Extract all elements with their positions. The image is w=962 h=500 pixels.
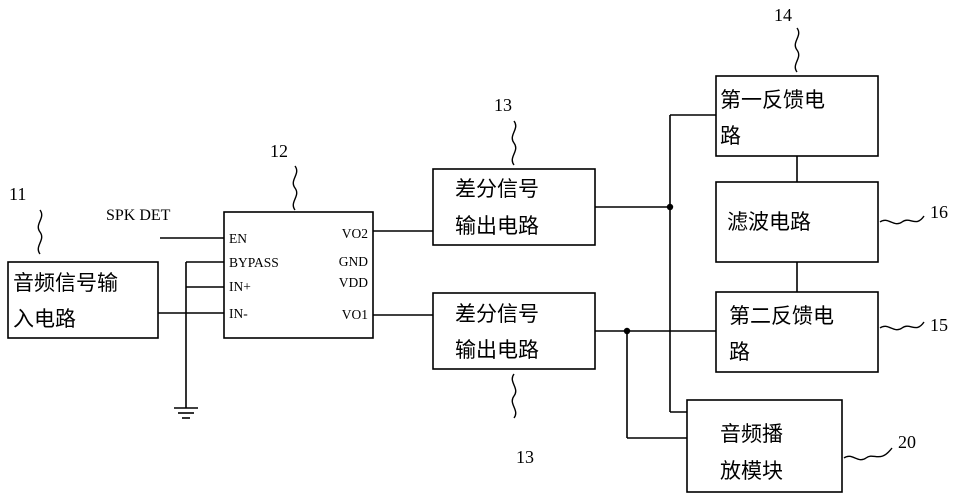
- audio-input-line2: 入电路: [13, 307, 76, 331]
- leader-line-20: [843, 447, 893, 461]
- leader-line-16: [879, 215, 925, 225]
- feedback2-line1: 第二反馈电: [729, 304, 834, 328]
- ref-label-11: 11: [9, 184, 26, 204]
- leader-line-13-bottom: [511, 373, 517, 419]
- pin-gnd: GND: [339, 254, 368, 269]
- leader-line-13-top: [511, 120, 517, 166]
- pin-en: EN: [229, 231, 247, 246]
- diff-output-circuit-top: 差分信号 输出电路: [432, 168, 596, 246]
- pin-in-plus: IN+: [229, 279, 251, 294]
- feedback2-line2: 路: [729, 340, 750, 364]
- diff-bottom-line1: 差分信号: [455, 302, 539, 326]
- diff-bottom-line2: 输出电路: [455, 338, 539, 362]
- leader-line-14: [794, 27, 800, 73]
- diff-top-line1: 差分信号: [455, 177, 539, 201]
- filter-label: 滤波电路: [727, 210, 811, 234]
- amplifier-chip: EN BYPASS IN+ IN- VO2 GND VDD VO1: [223, 211, 374, 339]
- leader-line-15: [879, 321, 925, 331]
- junction-dot: [666, 203, 674, 211]
- pin-bypass: BYPASS: [229, 255, 279, 270]
- pin-vo1: VO1: [342, 307, 368, 322]
- junction-dot: [623, 327, 631, 335]
- feedback1-line2: 路: [720, 124, 741, 148]
- audio-playback-module: 音频播 放模块: [686, 399, 843, 493]
- pin-vdd: VDD: [339, 275, 368, 290]
- filter-circuit: 滤波电路: [715, 181, 879, 263]
- spk-det-label: SPK DET: [106, 207, 171, 224]
- audio-input-line1: 音频信号输: [13, 271, 118, 295]
- audio-play-line1: 音频播: [720, 422, 783, 446]
- ref-label-16: 16: [930, 202, 948, 222]
- audio-input-circuit: 音频信号输 入电路: [7, 261, 159, 339]
- pin-in-minus: IN-: [229, 306, 248, 321]
- second-feedback-circuit: 第二反馈电 路: [715, 291, 879, 373]
- ref-label-12: 12: [270, 141, 288, 161]
- pin-vo2: VO2: [342, 226, 368, 241]
- ref-label-15: 15: [930, 315, 948, 335]
- ref-label-13-bottom: 13: [516, 447, 534, 467]
- audio-play-line2: 放模块: [720, 459, 783, 483]
- ground-symbol: [174, 407, 198, 419]
- ref-label-14: 14: [774, 5, 792, 25]
- ref-label-20: 20: [898, 432, 916, 452]
- first-feedback-circuit: 第一反馈电 路: [715, 75, 879, 157]
- wires: [158, 114, 798, 439]
- leader-line-11: [37, 209, 43, 255]
- diff-output-circuit-bottom: 差分信号 输出电路: [432, 292, 596, 370]
- ref-label-13-top: 13: [494, 95, 512, 115]
- diff-top-line2: 输出电路: [455, 214, 539, 238]
- feedback1-line1: 第一反馈电: [720, 88, 825, 112]
- leader-line-12: [292, 165, 298, 211]
